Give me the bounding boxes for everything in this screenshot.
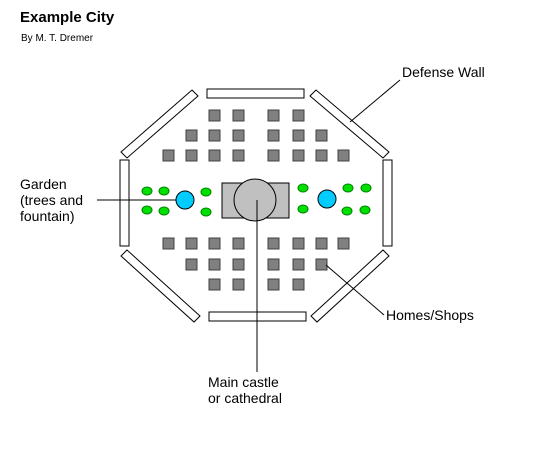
fountain-icon bbox=[317, 189, 337, 209]
defense-wall-label: Defense Wall bbox=[402, 64, 485, 80]
home-block bbox=[232, 129, 245, 142]
home-block bbox=[292, 149, 305, 162]
homes-shops-label: Homes/Shops bbox=[386, 307, 474, 323]
wall-southwest bbox=[120, 249, 201, 323]
home-block bbox=[232, 278, 245, 291]
main-castle bbox=[221, 178, 290, 222]
home-block bbox=[162, 149, 175, 162]
home-block bbox=[315, 129, 328, 142]
home-block bbox=[292, 129, 305, 142]
home-block bbox=[315, 149, 328, 162]
homes-shops bbox=[162, 109, 350, 291]
home-block bbox=[185, 258, 198, 271]
tree-icon bbox=[297, 183, 309, 193]
tree-icon bbox=[158, 206, 170, 216]
home-block bbox=[208, 149, 221, 162]
fountain-icon bbox=[175, 190, 195, 210]
author-byline: By M. T. Dremer bbox=[21, 33, 94, 44]
home-block bbox=[185, 237, 198, 250]
tree-icon bbox=[341, 206, 353, 216]
home-block bbox=[337, 237, 350, 250]
home-block bbox=[232, 237, 245, 250]
home-block bbox=[292, 109, 305, 122]
wall-east bbox=[382, 159, 393, 247]
home-block bbox=[292, 258, 305, 271]
home-block bbox=[267, 149, 280, 162]
leader-defense-wall bbox=[349, 79, 401, 123]
tree-icon bbox=[141, 205, 153, 215]
tree-icon bbox=[297, 204, 309, 214]
wall-north bbox=[206, 88, 305, 99]
wall-northeast bbox=[309, 89, 390, 159]
home-block bbox=[185, 129, 198, 142]
tree-icon bbox=[342, 183, 354, 193]
home-block bbox=[185, 149, 198, 162]
wall-west bbox=[119, 159, 130, 247]
home-block bbox=[337, 149, 350, 162]
garden-label: Garden (trees and fountain) bbox=[20, 176, 84, 224]
tree-icon bbox=[200, 187, 212, 197]
home-block bbox=[208, 109, 221, 122]
tree-icon bbox=[141, 186, 153, 196]
garden-west bbox=[141, 186, 212, 217]
home-block bbox=[208, 237, 221, 250]
home-block bbox=[232, 109, 245, 122]
leader-lines bbox=[97, 79, 401, 372]
home-block bbox=[208, 278, 221, 291]
main-castle-label: Main castle or cathedral bbox=[208, 374, 282, 406]
tree-icon bbox=[359, 205, 371, 215]
tree-icon bbox=[158, 186, 170, 196]
garden-east bbox=[297, 183, 372, 216]
home-block bbox=[232, 258, 245, 271]
wall-northwest bbox=[120, 89, 199, 159]
home-block bbox=[292, 237, 305, 250]
home-block bbox=[267, 109, 280, 122]
tree-icon bbox=[360, 183, 372, 193]
leader-homes-shops bbox=[325, 264, 385, 316]
home-block bbox=[208, 258, 221, 271]
home-block bbox=[292, 278, 305, 291]
home-block bbox=[162, 237, 175, 250]
home-block bbox=[267, 258, 280, 271]
home-block bbox=[315, 258, 328, 271]
home-block bbox=[208, 129, 221, 142]
home-block bbox=[267, 237, 280, 250]
tree-icon bbox=[200, 207, 212, 217]
home-block bbox=[267, 129, 280, 142]
home-block bbox=[267, 278, 280, 291]
castle-keep-icon bbox=[233, 178, 277, 222]
home-block bbox=[315, 237, 328, 250]
diagram-title: Example City bbox=[20, 9, 115, 26]
home-block bbox=[232, 149, 245, 162]
